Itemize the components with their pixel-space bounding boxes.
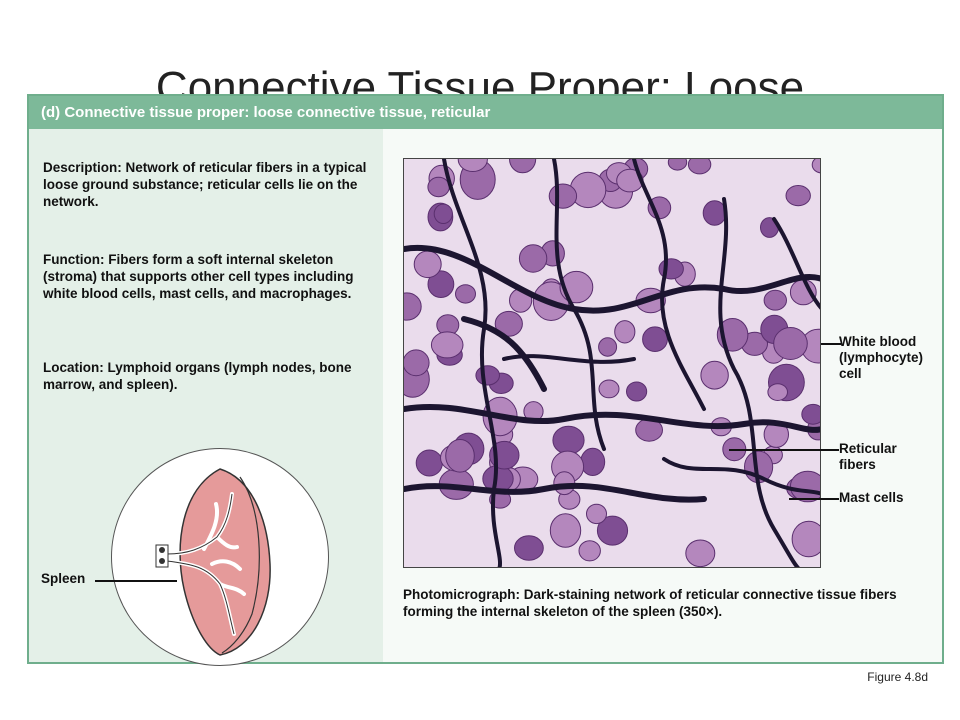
cell-nucleus	[687, 159, 712, 175]
reticular-fiber	[442, 159, 502, 567]
cell-nucleus	[773, 327, 808, 360]
cell-nucleus	[700, 360, 729, 390]
cell-nucleus	[413, 250, 442, 279]
white-blood-cell-leader	[821, 343, 841, 345]
cell-nucleus	[518, 244, 548, 273]
reticular-fiber	[404, 403, 820, 433]
description-block: Description: Network of reticular fibers…	[43, 159, 373, 210]
cell-nucleus	[685, 539, 716, 567]
cell-nucleus	[433, 203, 453, 224]
reticular-fiber	[552, 159, 606, 451]
photomicrograph	[403, 158, 821, 568]
photomicrograph-image	[404, 159, 820, 567]
cell-nucleus	[767, 383, 789, 402]
spleen-illustration	[111, 448, 329, 666]
cell-nucleus	[548, 183, 578, 209]
caption-text: Dark-staining network of reticular conne…	[403, 587, 897, 619]
cell-nucleus	[789, 470, 820, 503]
function-text: Fibers form a soft internal skeleton (st…	[43, 252, 354, 301]
location-text: Lymphoid organs (lymph nodes, bone marro…	[43, 360, 352, 392]
figure-panel: (d) Connective tissue proper: loose conn…	[27, 94, 944, 666]
reticular-fiber	[662, 457, 820, 496]
cell-nucleus	[785, 184, 811, 207]
cell-nucleus	[552, 425, 585, 455]
reticular-fiber	[461, 316, 547, 392]
cell-nucleus	[801, 403, 820, 425]
function-label: Function:	[43, 252, 105, 267]
cell-nucleus	[430, 331, 464, 359]
panel-header: (d) Connective tissue proper: loose conn…	[29, 96, 942, 129]
cell-nucleus	[455, 284, 476, 304]
spleen-leader-line	[95, 580, 177, 582]
caption-label: Photomicrograph:	[403, 587, 520, 602]
reticular-fiber	[404, 482, 707, 503]
mast-cells-leader	[789, 498, 839, 500]
cell-nucleus	[598, 337, 618, 357]
reticular-fibers-leader	[729, 449, 839, 451]
cell-nucleus	[614, 320, 636, 344]
cell-nucleus	[667, 159, 688, 171]
cell-nucleus	[427, 270, 455, 298]
cell-nucleus	[569, 171, 607, 209]
cell-nucleus	[811, 159, 820, 174]
cell-nucleus	[457, 159, 488, 172]
location-block: Location: Lymphoid organs (lymph nodes, …	[43, 359, 373, 393]
location-label: Location:	[43, 360, 104, 375]
cell-nucleus	[642, 326, 668, 352]
reticular-fiber	[632, 159, 706, 411]
mast-cells-callout: Mast cells	[839, 490, 904, 505]
reticular-fiber	[772, 217, 820, 310]
spleen-label: Spleen	[41, 571, 86, 586]
cell-nucleus	[596, 515, 629, 546]
cell-nucleus	[626, 381, 648, 402]
function-block: Function: Fibers form a soft internal sk…	[43, 251, 373, 302]
cell-nucleus	[578, 540, 601, 562]
reticular-fiber	[718, 197, 800, 567]
cell-nucleus	[702, 200, 727, 226]
cell-nucleus	[475, 365, 500, 386]
cell-nucleus	[791, 520, 820, 558]
info-column: Description: Network of reticular fibers…	[29, 129, 383, 666]
white-blood-cell-callout: White blood (lymphocyte) cell	[839, 334, 924, 381]
cell-nucleus	[404, 349, 430, 377]
photomicrograph-caption: Photomicrograph: Dark-staining network o…	[403, 586, 923, 620]
cell-nucleus	[494, 310, 523, 337]
reticular-fibers-callout: Reticular fibers	[839, 441, 897, 472]
figure-label: Figure 4.8d	[867, 670, 928, 684]
cell-nucleus	[514, 535, 544, 561]
spleen-drawing	[155, 468, 271, 656]
cell-nucleus	[509, 159, 537, 174]
cell-nucleus	[427, 176, 450, 198]
cell-nucleus	[598, 379, 620, 399]
cell-nucleus	[586, 503, 607, 525]
description-text: Network of reticular fibers in a typical…	[43, 160, 367, 209]
reticular-fiber	[502, 354, 636, 364]
cell-nucleus	[445, 439, 475, 473]
cell-nucleus	[415, 449, 443, 477]
cell-nucleus	[549, 513, 582, 548]
cell-nucleus	[404, 292, 422, 321]
cell-nucleus	[580, 447, 606, 476]
description-label: Description:	[43, 160, 122, 175]
cell-nucleus	[763, 289, 787, 311]
